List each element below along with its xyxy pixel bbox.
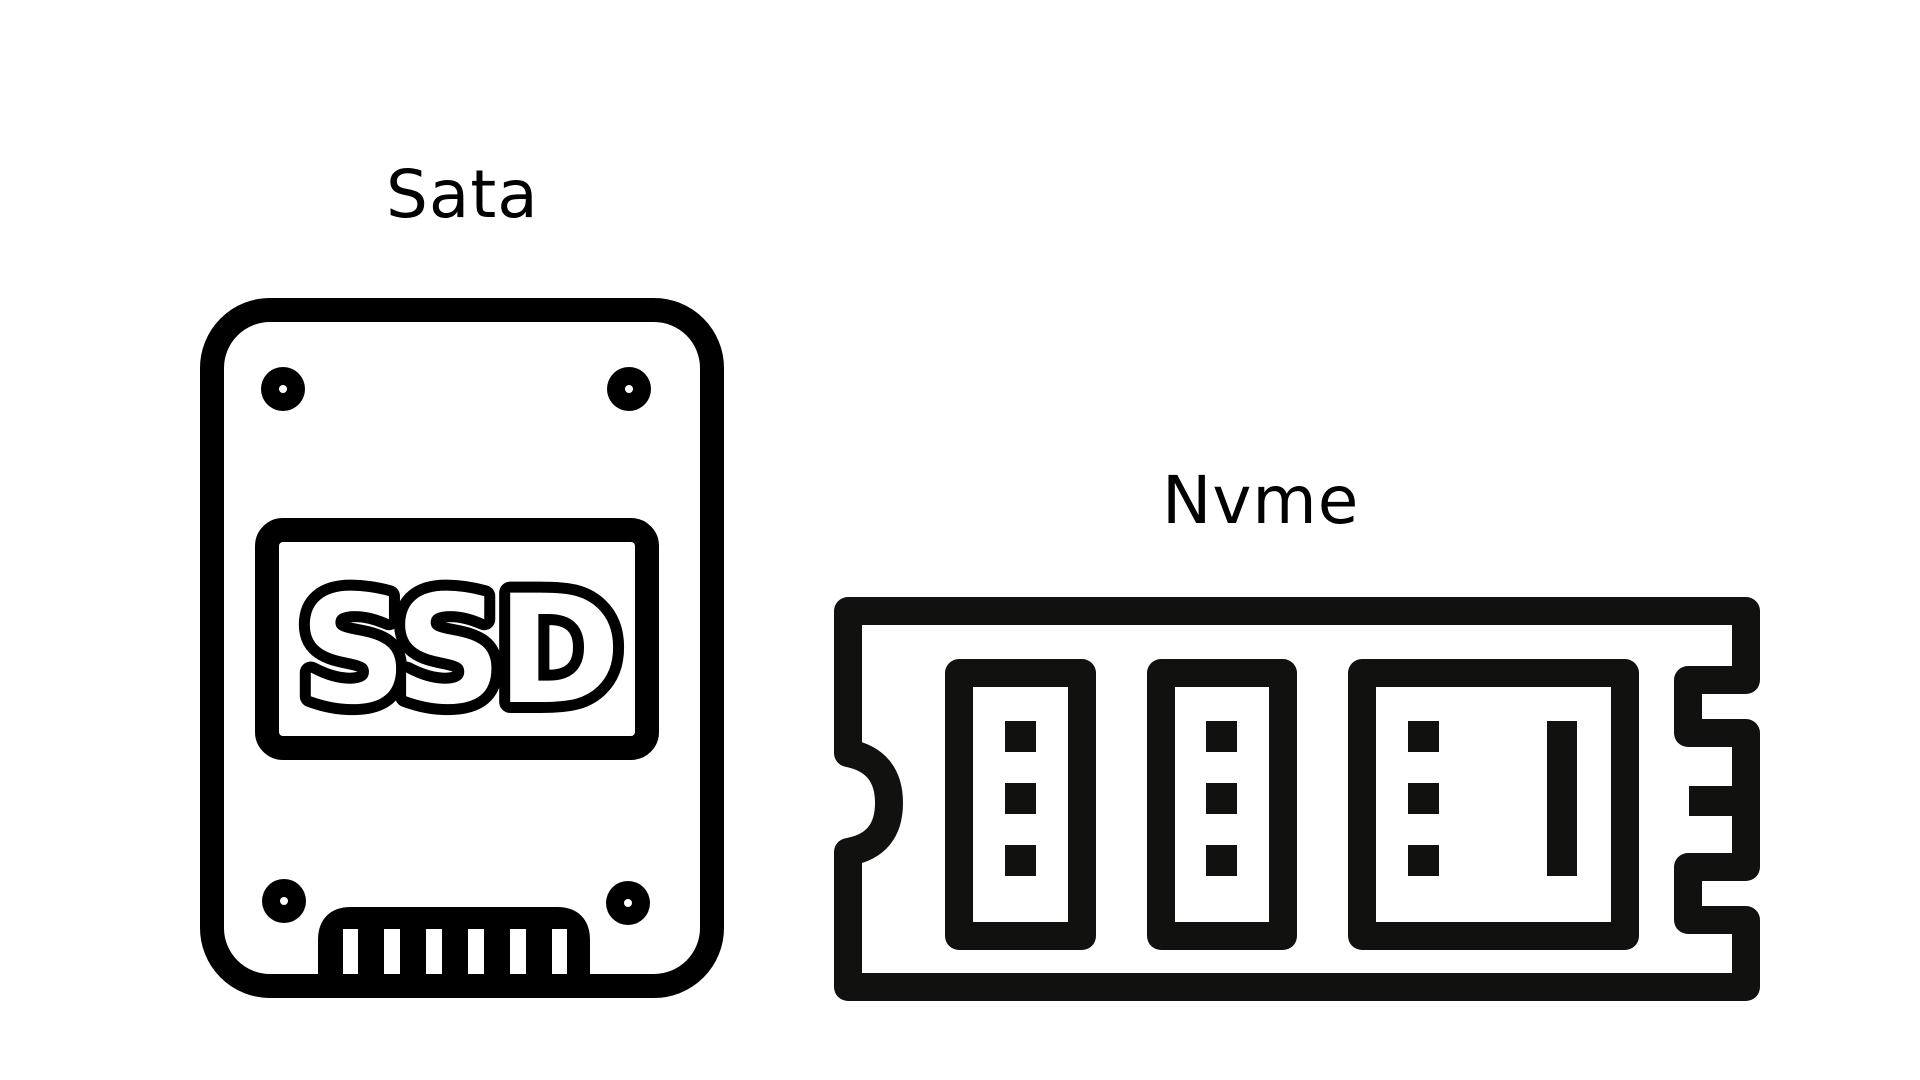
nvme-chip-1	[945, 659, 1096, 950]
sata-label-panel	[255, 518, 659, 760]
sata-screw-bottom-left	[262, 879, 306, 923]
sata-connector	[318, 907, 590, 998]
nvme-pcb-outline	[834, 597, 1760, 1001]
sata-screw-top-right	[607, 367, 651, 411]
nvme-chip-2	[1147, 659, 1297, 950]
nvme-chip-3	[1348, 659, 1639, 950]
nvme-title: Nvme	[1162, 462, 1360, 539]
sata-screw-top-left	[261, 367, 305, 411]
sata-screw-bottom-right	[606, 881, 650, 925]
nvme-key-bar	[1689, 786, 1735, 816]
ssd-chip-text: SSD	[299, 564, 615, 738]
sata-title: Sata	[386, 156, 539, 233]
